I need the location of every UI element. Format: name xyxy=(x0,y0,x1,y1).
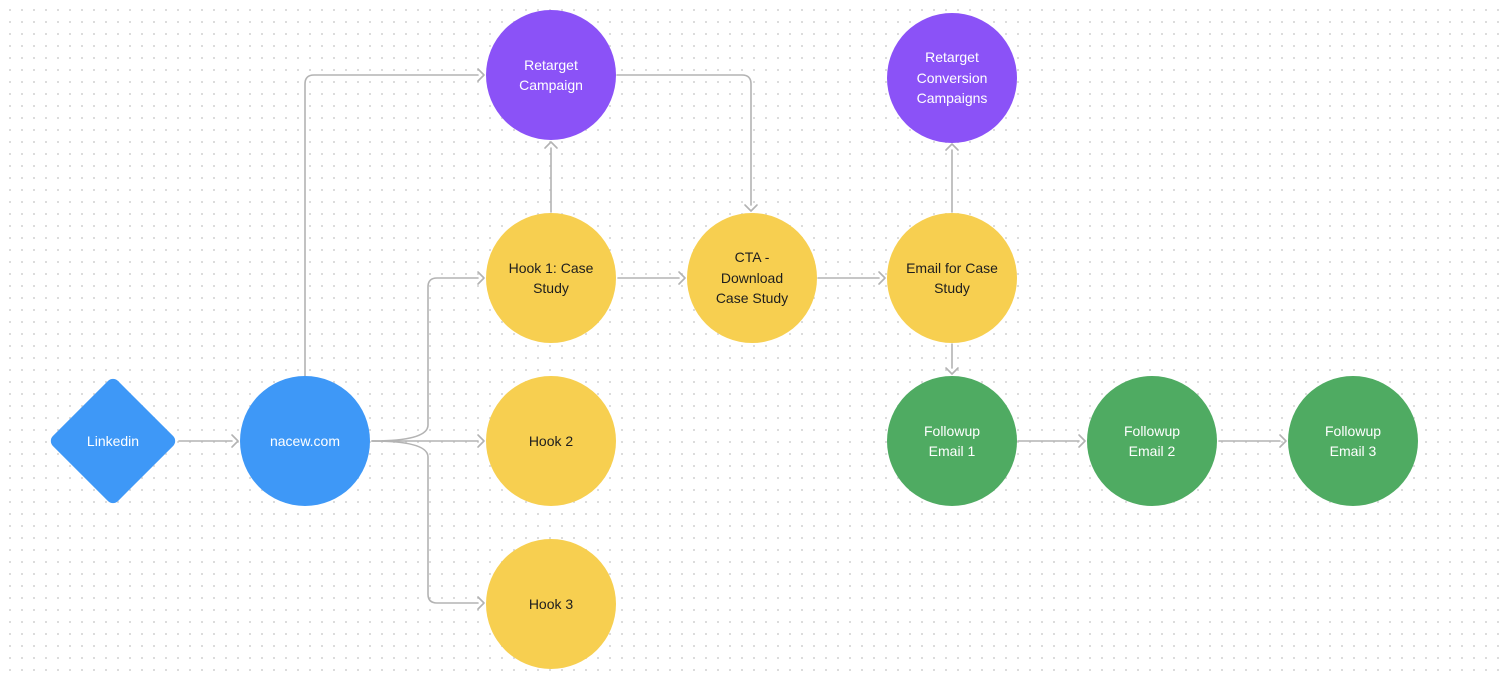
node-hook-3[interactable]: Hook 3 xyxy=(486,539,616,669)
node-retarget-conversion-campaigns[interactable]: Retarget Conversion Campaigns xyxy=(887,13,1017,143)
arrowhead-icon xyxy=(477,434,485,448)
arrowhead-icon xyxy=(477,271,485,285)
node-label: Retarget Campaign xyxy=(519,56,583,94)
node-hook-1-case-study[interactable]: Hook 1: Case Study xyxy=(486,213,616,343)
node-label: CTA - Download Case Study xyxy=(715,249,789,307)
node-email-for-case-study[interactable]: Email for Case Study xyxy=(887,213,1017,343)
node-retarget-campaign[interactable]: Retarget Campaign xyxy=(486,10,616,140)
node-label: Linkedin xyxy=(86,432,140,449)
connector-hook1-to-retarget_campaign xyxy=(544,141,558,213)
connector-nacew-to-hook3 xyxy=(371,440,485,610)
node-hook-2[interactable]: Hook 2 xyxy=(486,376,616,506)
node-label: Retarget Conversion Campaigns xyxy=(916,49,988,107)
node-nacew-com[interactable]: nacew.com xyxy=(240,376,370,506)
connector-hook1-to-cta_download xyxy=(617,271,686,285)
node-label: Hook 2 xyxy=(528,432,574,449)
arrowhead-icon xyxy=(231,434,239,448)
connector-nacew-to-hook1 xyxy=(371,271,485,442)
node-label: Hook 1: Case Study xyxy=(508,259,594,297)
connector-followup2-to-followup3 xyxy=(1218,434,1287,448)
arrowhead-icon xyxy=(744,204,758,212)
node-followup-email-2[interactable]: Followup Email 2 xyxy=(1087,376,1217,506)
arrowhead-icon xyxy=(945,367,959,375)
node-label: Hook 3 xyxy=(528,595,574,612)
connector-line xyxy=(616,74,752,206)
node-linkedin[interactable]: Linkedin xyxy=(47,375,179,507)
arrowhead-icon xyxy=(477,596,485,610)
connector-line xyxy=(371,440,479,604)
connector-line xyxy=(304,74,479,377)
node-followup-email-3[interactable]: Followup Email 3 xyxy=(1288,376,1418,506)
arrowhead-icon xyxy=(945,143,959,151)
connector-line xyxy=(371,277,479,442)
node-label: Followup Email 2 xyxy=(1123,422,1181,460)
node-followup-email-1[interactable]: Followup Email 1 xyxy=(887,376,1017,506)
node-label: Followup Email 1 xyxy=(923,422,981,460)
connector-email_case_study-to-followup1 xyxy=(945,343,959,375)
node-label: nacew.com xyxy=(269,432,341,449)
arrowhead-icon xyxy=(678,271,686,285)
arrowhead-icon xyxy=(544,141,558,149)
node-cta-download-case-study[interactable]: CTA - Download Case Study xyxy=(687,213,817,343)
connector-linkedin-to-nacew xyxy=(178,434,239,448)
node-label: Email for Case Study xyxy=(906,259,998,297)
arrowhead-icon xyxy=(1078,434,1086,448)
connector-email_case_study-to-retarget_conversion xyxy=(945,143,959,213)
connector-retarget_campaign-to-cta_download xyxy=(616,74,758,212)
connector-followup1-to-followup2 xyxy=(1017,434,1086,448)
arrowhead-icon xyxy=(1279,434,1287,448)
arrowhead-icon xyxy=(477,68,485,82)
node-label: Followup Email 3 xyxy=(1324,422,1382,460)
arrowhead-icon xyxy=(878,271,886,285)
connector-nacew-to-retarget_campaign xyxy=(304,68,485,377)
connector-cta_download-to-email_case_study xyxy=(817,271,886,285)
